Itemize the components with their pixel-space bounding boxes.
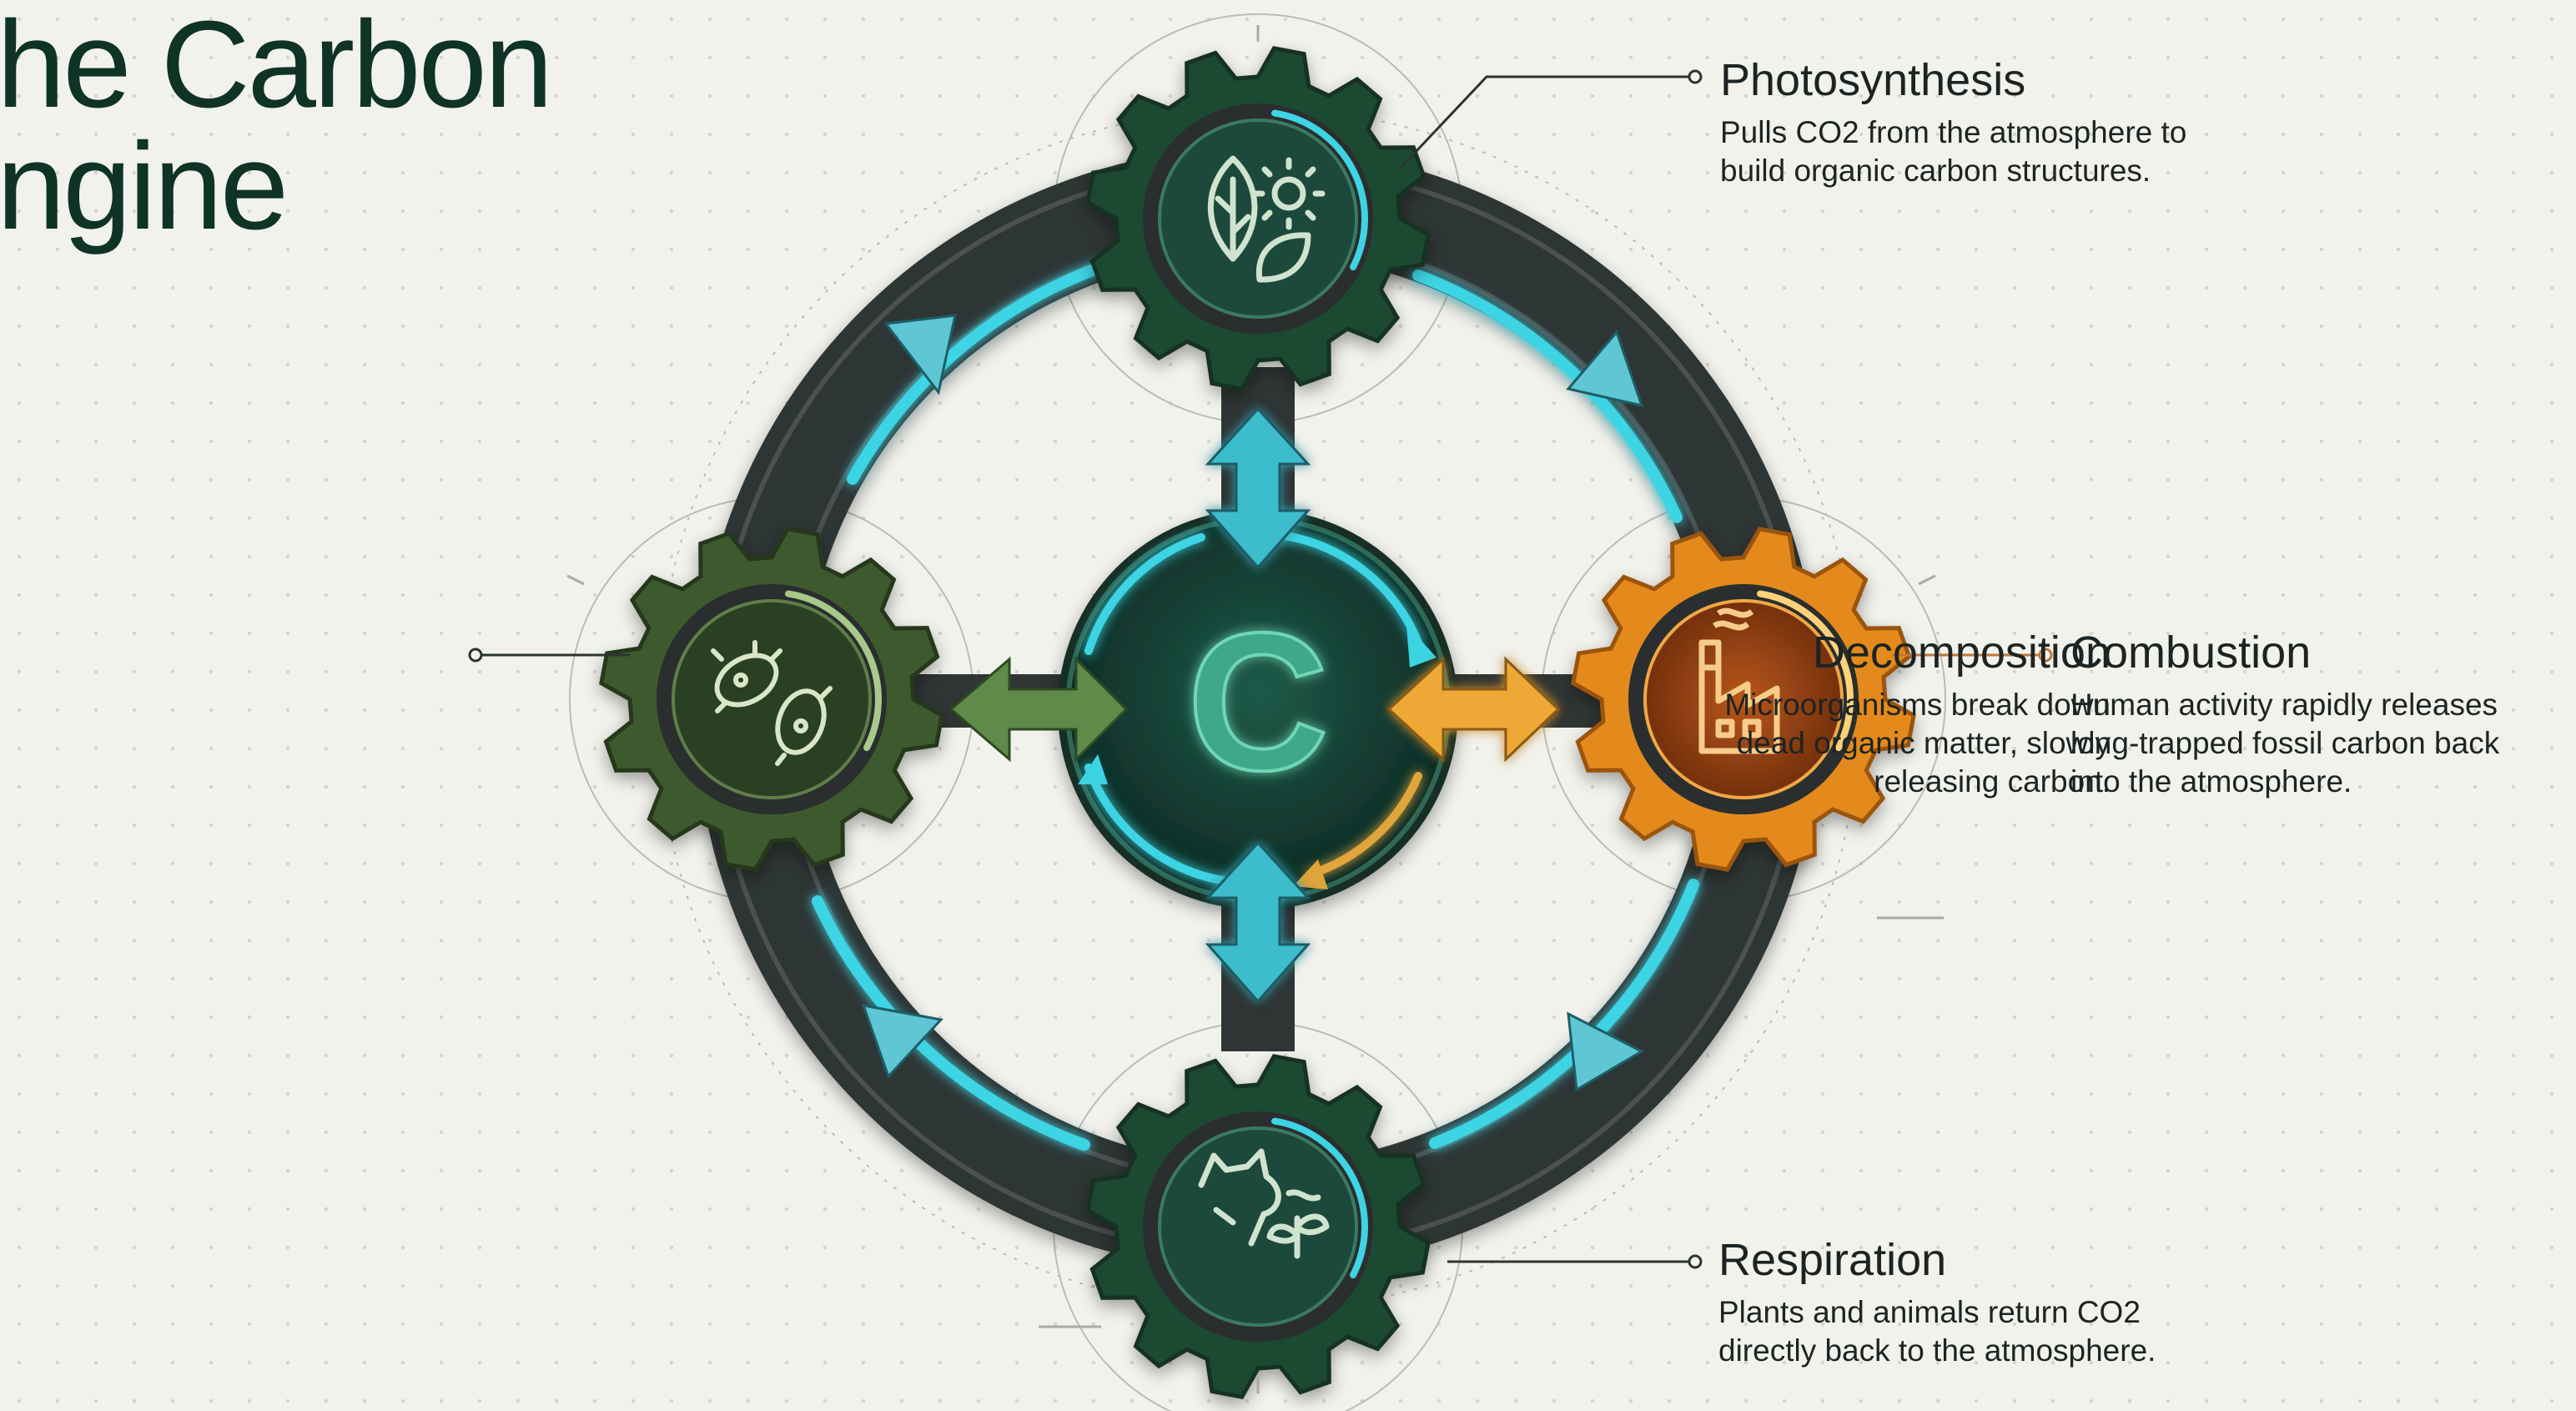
arrow-center-respiration [1205, 840, 1311, 1004]
decomposition-desc-line-2: dead organic matter, slowly [1736, 726, 2111, 760]
arrow-center-decomposition [948, 656, 1129, 763]
photosynthesis-desc-line-2: build organic carbon structures. [1720, 154, 2151, 188]
photosynthesis-title: Photosynthesis [1720, 55, 2026, 105]
combustion-desc-line-3: into the atmosphere. [2070, 764, 2352, 799]
respiration-desc-line-1: Plants and animals return CO2 [1718, 1295, 2141, 1329]
arrow-center-combustion [1386, 656, 1561, 763]
respiration-title: Respiration [1718, 1235, 1947, 1285]
decomposition-gear [599, 527, 944, 872]
gear-core [672, 599, 872, 799]
respiration-desc-line-2: directly back to the atmosphere. [1718, 1333, 2156, 1368]
decomposition-desc-line-3: releasing carbon. [1874, 764, 2111, 799]
decomposition-desc-line-1: Microorganisms break down [1724, 688, 2111, 722]
carbon-symbol: C [1187, 592, 1329, 811]
gear-core [1643, 599, 1844, 799]
gear-glow-arc [1271, 109, 1368, 271]
leaf-sun-icon [1207, 155, 1326, 283]
decomposition-title: Decomposition [1812, 627, 2111, 678]
factory-icon [1698, 607, 1780, 754]
flow-direction-arrows [861, 314, 1645, 1092]
photosynthesis-gear [1085, 46, 1431, 391]
tick-decor [566, 25, 1944, 1393]
combustion-gear [1571, 527, 1916, 872]
photosynthesis-desc-line-1: Pulls CO2 from the atmosphere to [1720, 115, 2187, 149]
hub-orbit-arrows [1084, 530, 1422, 885]
arrow-center-photosynthesis [1205, 406, 1311, 570]
gear-glow-arc [1271, 1117, 1368, 1279]
combustion-desc-line-2: long-trapped fossil carbon back [2070, 726, 2500, 760]
gear-glow-arc [785, 590, 882, 752]
hub-orbit-heads [1078, 624, 1436, 889]
combustion-desc-line-1: Human activity rapidly releases [2070, 688, 2498, 722]
gear-glow-arc [1757, 590, 1854, 752]
combustion-title: Combustion [2070, 627, 2312, 678]
gear-core [1158, 118, 1358, 319]
page-title-line-2: ngine [0, 118, 289, 255]
page-title-line-1: he Carbon [0, 0, 553, 134]
callout-leaders [468, 69, 2053, 1269]
microbe-icon [711, 640, 833, 766]
animal-plant-icon [1198, 1148, 1330, 1259]
